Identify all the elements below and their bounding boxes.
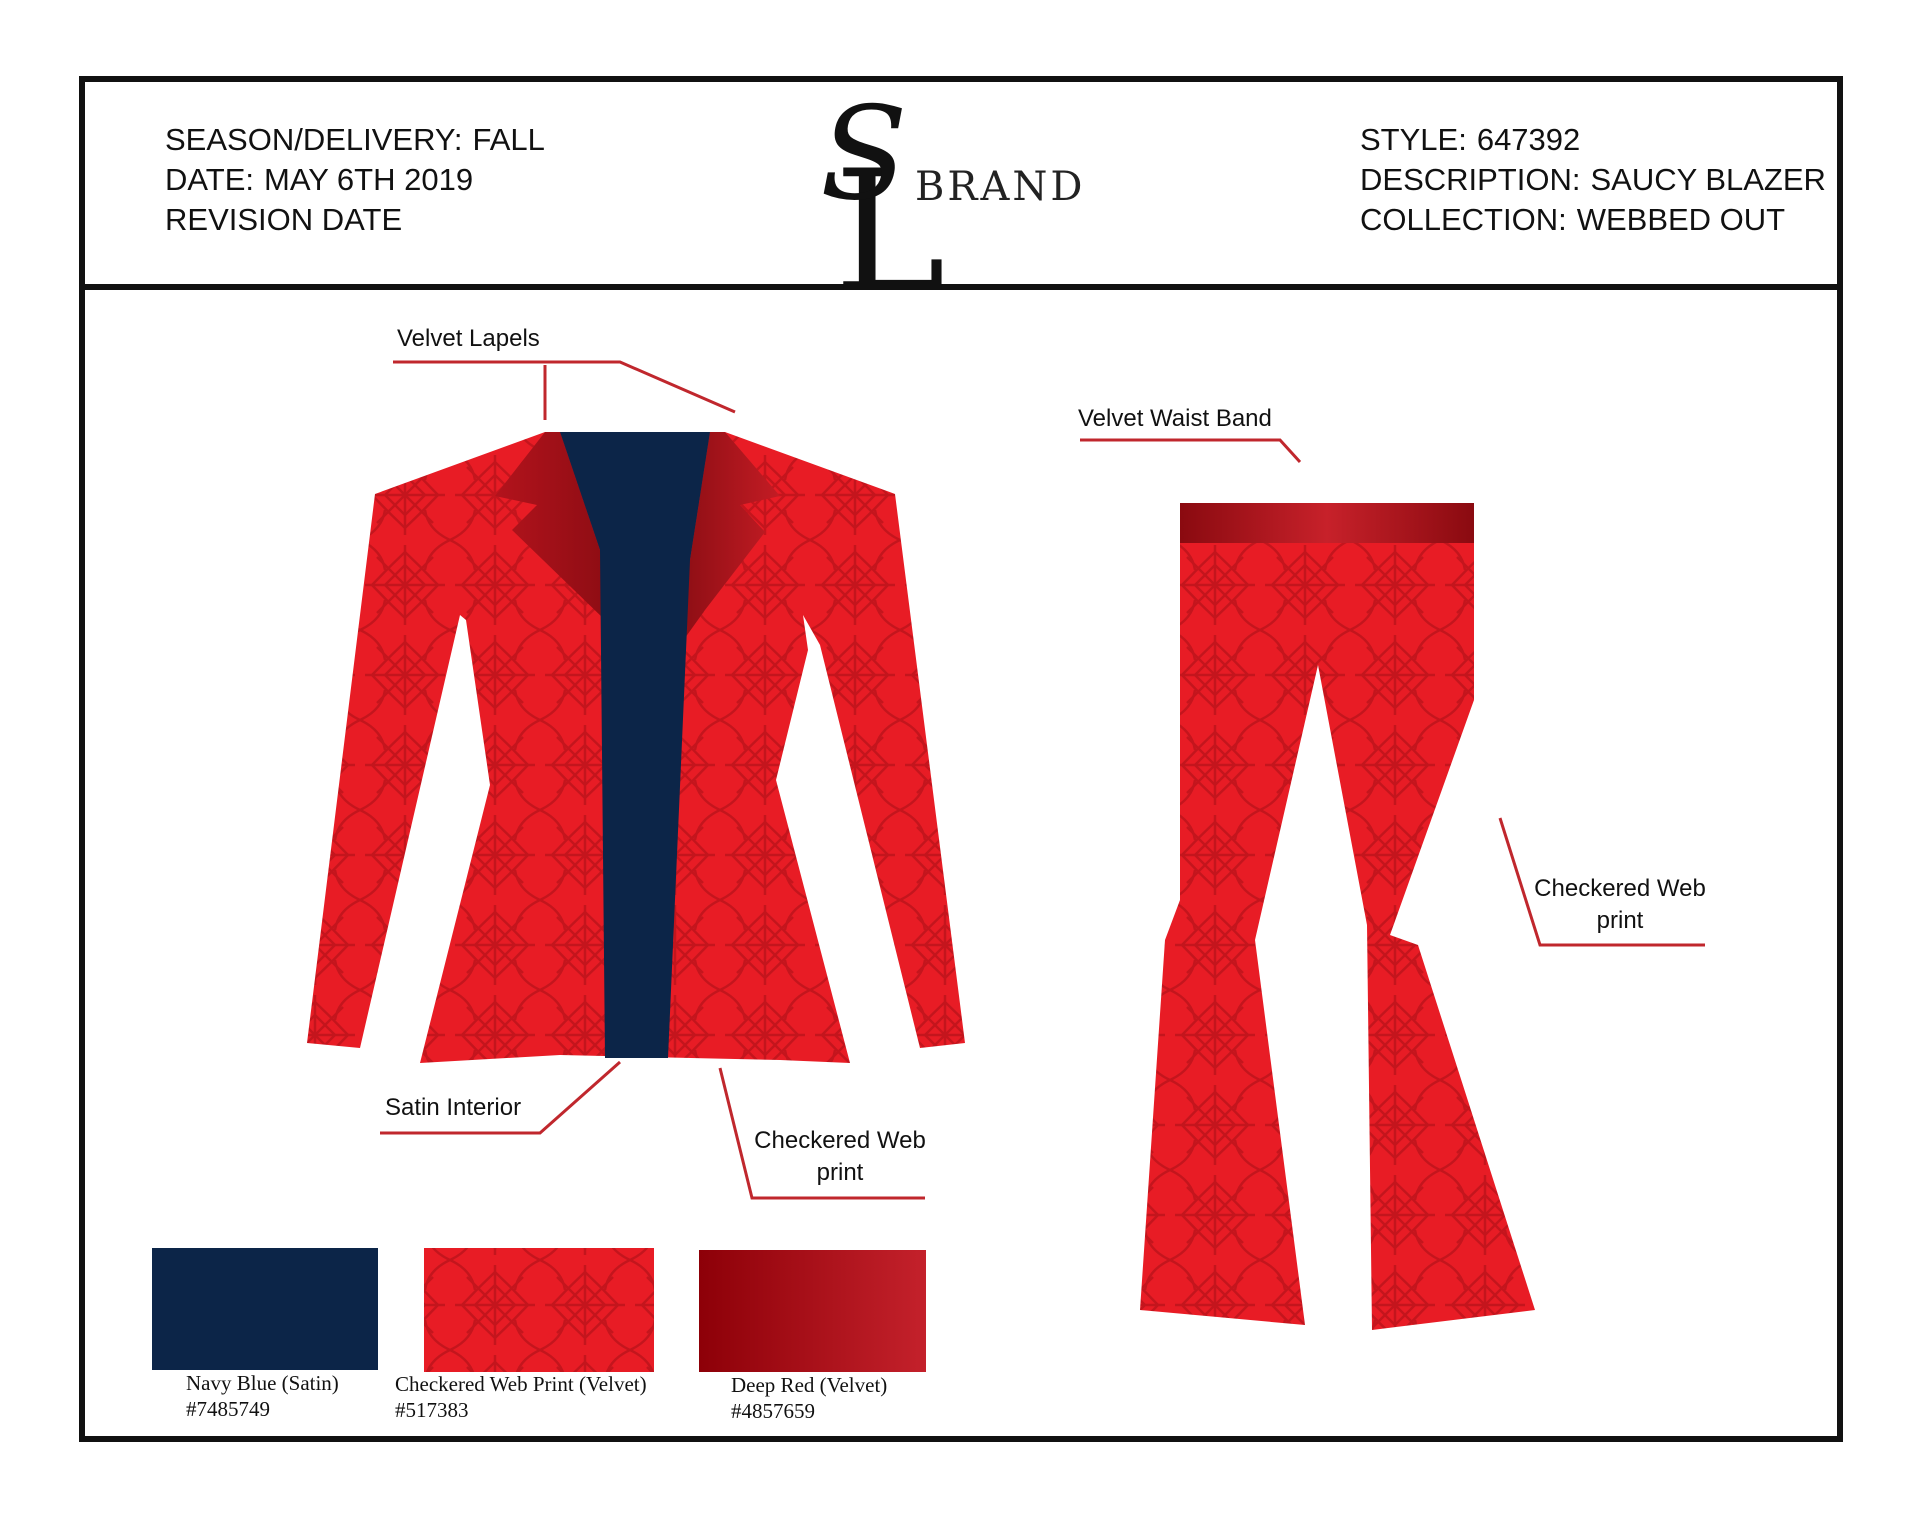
style-value: 647392 bbox=[1476, 122, 1581, 157]
season-value: FALL bbox=[472, 122, 545, 157]
revision-label: REVISION DATE bbox=[165, 202, 403, 237]
pants-legs bbox=[1140, 535, 1535, 1330]
pants-waist-band bbox=[1180, 503, 1474, 543]
callout-line-lapels bbox=[393, 360, 736, 420]
revision-row: REVISION DATE bbox=[165, 200, 545, 240]
date-row: DATE: MAY 6TH 2019 bbox=[165, 160, 545, 200]
callout-jacket-print-line2: print bbox=[816, 1159, 864, 1186]
callout-lines bbox=[380, 360, 1705, 1200]
collection-row: COLLECTION: WEBBED OUT bbox=[1360, 200, 1826, 240]
swatch-row bbox=[152, 1248, 926, 1372]
header-block: SEASON/DELIVERY: FALL DATE: MAY 6TH 2019… bbox=[85, 80, 1837, 330]
callout-pants-print-line2: print bbox=[1596, 907, 1644, 934]
header-left-info: SEASON/DELIVERY: FALL DATE: MAY 6TH 2019… bbox=[165, 120, 545, 240]
blazer-satin-interior bbox=[560, 432, 710, 1058]
callout-jacket-print: Checkered Web print bbox=[740, 1125, 940, 1189]
swatch-caption-navy: Navy Blue (Satin) #7485749 bbox=[186, 1370, 339, 1422]
brand-logo: L S BRAND bbox=[820, 80, 1140, 330]
description-row: DESCRIPTION: SAUCY BLAZER bbox=[1360, 160, 1826, 200]
callout-satin-interior: Satin Interior bbox=[385, 1094, 522, 1121]
callout-line-waist-band bbox=[1080, 438, 1302, 464]
season-label: SEASON/DELIVERY: bbox=[165, 122, 463, 157]
callout-pants-print: Checkered Web print bbox=[1520, 873, 1720, 937]
callout-pants-print-line1: Checkered Web bbox=[1534, 875, 1706, 902]
collection-label: COLLECTION: bbox=[1360, 202, 1567, 237]
logo-letter-l: L bbox=[834, 134, 946, 330]
pants-drawing bbox=[1140, 503, 1535, 1330]
callout-line-satin bbox=[380, 1060, 621, 1135]
callout-line-pants-print bbox=[1498, 817, 1705, 947]
callout-velvet-lapels: Velvet Lapels bbox=[397, 325, 540, 352]
swatch-code: #4857659 bbox=[731, 1399, 815, 1423]
style-row: STYLE: 647392 bbox=[1360, 120, 1826, 160]
callout-jacket-print-line1: Checkered Web bbox=[754, 1127, 926, 1154]
callout-velvet-waist-band: Velvet Waist Band bbox=[1078, 405, 1272, 432]
style-label: STYLE: bbox=[1360, 122, 1467, 157]
swatch-code: #7485749 bbox=[186, 1397, 270, 1421]
date-label: DATE: bbox=[165, 162, 254, 197]
description-value: SAUCY BLAZER bbox=[1590, 162, 1826, 197]
swatch-web-print-velvet bbox=[424, 1248, 654, 1372]
swatch-caption-deep-red: Deep Red (Velvet) #4857659 bbox=[731, 1372, 887, 1424]
swatch-deep-red-velvet bbox=[699, 1250, 926, 1372]
description-label: DESCRIPTION: bbox=[1360, 162, 1581, 197]
logo-letter-s: S bbox=[820, 80, 908, 229]
header-right-info: STYLE: 647392 DESCRIPTION: SAUCY BLAZER … bbox=[1360, 120, 1826, 240]
season-row: SEASON/DELIVERY: FALL bbox=[165, 120, 545, 160]
swatch-name: Deep Red (Velvet) bbox=[731, 1373, 888, 1397]
swatch-code: #517383 bbox=[395, 1398, 469, 1422]
callout-line-jacket-print bbox=[718, 1067, 925, 1200]
date-value: MAY 6TH 2019 bbox=[264, 162, 474, 197]
blazer-drawing bbox=[307, 432, 965, 1063]
swatch-caption-web-print: Checkered Web Print (Velvet) #517383 bbox=[395, 1371, 647, 1423]
swatch-name: Checkered Web Print (Velvet) bbox=[395, 1372, 647, 1396]
swatch-name: Navy Blue (Satin) bbox=[186, 1371, 339, 1395]
swatch-navy-satin bbox=[152, 1248, 378, 1370]
tech-pack-sheet: SEASON/DELIVERY: FALL DATE: MAY 6TH 2019… bbox=[79, 76, 1843, 1442]
collection-value: WEBBED OUT bbox=[1576, 202, 1786, 237]
logo-brand-text: BRAND bbox=[915, 164, 1086, 210]
